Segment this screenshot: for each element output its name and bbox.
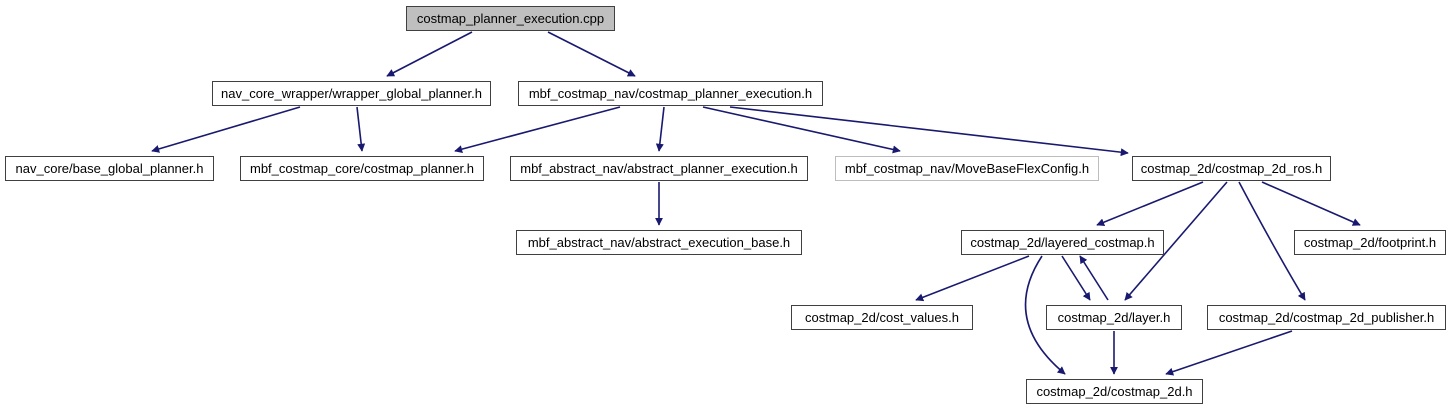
node-label: mbf_costmap_nav/costmap_planner_executio… bbox=[528, 86, 813, 101]
node-label: nav_core_wrapper/wrapper_global_planner.… bbox=[221, 86, 482, 101]
edge-cpe-to-costmap-planner bbox=[454, 106, 621, 154]
node-label: mbf_costmap_core/costmap_planner.h bbox=[249, 161, 474, 176]
node-costmap-2d-h[interactable]: costmap_2d/costmap_2d.h bbox=[1026, 379, 1203, 404]
node-costmap-planner-h[interactable]: mbf_costmap_core/costmap_planner.h bbox=[240, 156, 484, 181]
edge-layered-costmap-to-cost-values bbox=[915, 255, 1030, 302]
node-label: costmap_planner_execution.cpp bbox=[416, 11, 605, 26]
node-cost-values-h[interactable]: costmap_2d/cost_values.h bbox=[791, 305, 973, 330]
node-layered-costmap-h[interactable]: costmap_2d/layered_costmap.h bbox=[961, 230, 1164, 255]
node-label: mbf_abstract_nav/abstract_planner_execut… bbox=[520, 161, 798, 176]
node-abstract-planner-execution-h[interactable]: mbf_abstract_nav/abstract_planner_execut… bbox=[510, 156, 808, 181]
edge-costmap-2d-ros-to-layered-costmap bbox=[1096, 181, 1204, 227]
node-label: costmap_2d/costmap_2d_ros.h bbox=[1140, 161, 1323, 176]
node-movebaseflexconfig-h[interactable]: mbf_costmap_nav/MoveBaseFlexConfig.h bbox=[835, 156, 1099, 181]
edge-layered-costmap-to-costmap-2d-h bbox=[1024, 255, 1066, 375]
edge-wrapper-global-to-costmap-planner-a bbox=[356, 106, 366, 152]
edge-layer-to-layered-costmap bbox=[1079, 255, 1109, 301]
edge-cpe-to-abstract-planner-execution bbox=[655, 106, 665, 152]
node-label: nav_core/base_global_planner.h bbox=[15, 161, 204, 176]
node-label: costmap_2d/layered_costmap.h bbox=[970, 235, 1155, 250]
node-label: costmap_2d/cost_values.h bbox=[805, 310, 959, 325]
node-label: mbf_costmap_nav/MoveBaseFlexConfig.h bbox=[844, 161, 1090, 176]
edge-root-to-wrapper-global bbox=[386, 31, 473, 77]
node-costmap-2d-ros-h[interactable]: costmap_2d/costmap_2d_ros.h bbox=[1132, 156, 1331, 181]
node-layer-h[interactable]: costmap_2d/layer.h bbox=[1046, 305, 1182, 330]
edge-costmap-2d-publisher-to-costmap-2d-h bbox=[1165, 330, 1293, 376]
node-costmap-2d-publisher-h[interactable]: costmap_2d/costmap_2d_publisher.h bbox=[1207, 305, 1446, 330]
edge-layered-costmap-to-layer bbox=[1061, 255, 1091, 301]
node-label: costmap_2d/footprint.h bbox=[1303, 235, 1437, 250]
edge-costmap-2d-ros-to-costmap-2d-publisher bbox=[1238, 181, 1306, 301]
node-label: costmap_2d/costmap_2d_publisher.h bbox=[1218, 310, 1435, 325]
node-costmap-planner-execution-h[interactable]: mbf_costmap_nav/costmap_planner_executio… bbox=[518, 81, 823, 106]
node-label: costmap_2d/costmap_2d.h bbox=[1036, 384, 1193, 399]
node-base-global-planner-h[interactable]: nav_core/base_global_planner.h bbox=[5, 156, 214, 181]
node-abstract-execution-base-h[interactable]: mbf_abstract_nav/abstract_execution_base… bbox=[516, 230, 802, 255]
node-label: costmap_2d/layer.h bbox=[1057, 310, 1171, 325]
edge-cpe-to-costmap-2d-ros bbox=[729, 106, 1129, 157]
node-label: mbf_abstract_nav/abstract_execution_base… bbox=[527, 235, 791, 250]
node-wrapper-global-planner-h[interactable]: nav_core_wrapper/wrapper_global_planner.… bbox=[212, 81, 491, 106]
node-costmap-planner-execution-cpp[interactable]: costmap_planner_execution.cpp bbox=[406, 6, 615, 31]
node-footprint-h[interactable]: costmap_2d/footprint.h bbox=[1294, 230, 1446, 255]
edge-wrapper-global-to-base-global-planner bbox=[151, 106, 301, 153]
edge-root-to-costmap-planner-execution-h bbox=[547, 31, 636, 77]
edge-costmap-2d-ros-to-footprint bbox=[1261, 181, 1361, 226]
edge-cpe-to-movebaseflexconfig bbox=[702, 106, 901, 154]
edge-costmap-2d-ros-to-layer bbox=[1124, 181, 1228, 301]
